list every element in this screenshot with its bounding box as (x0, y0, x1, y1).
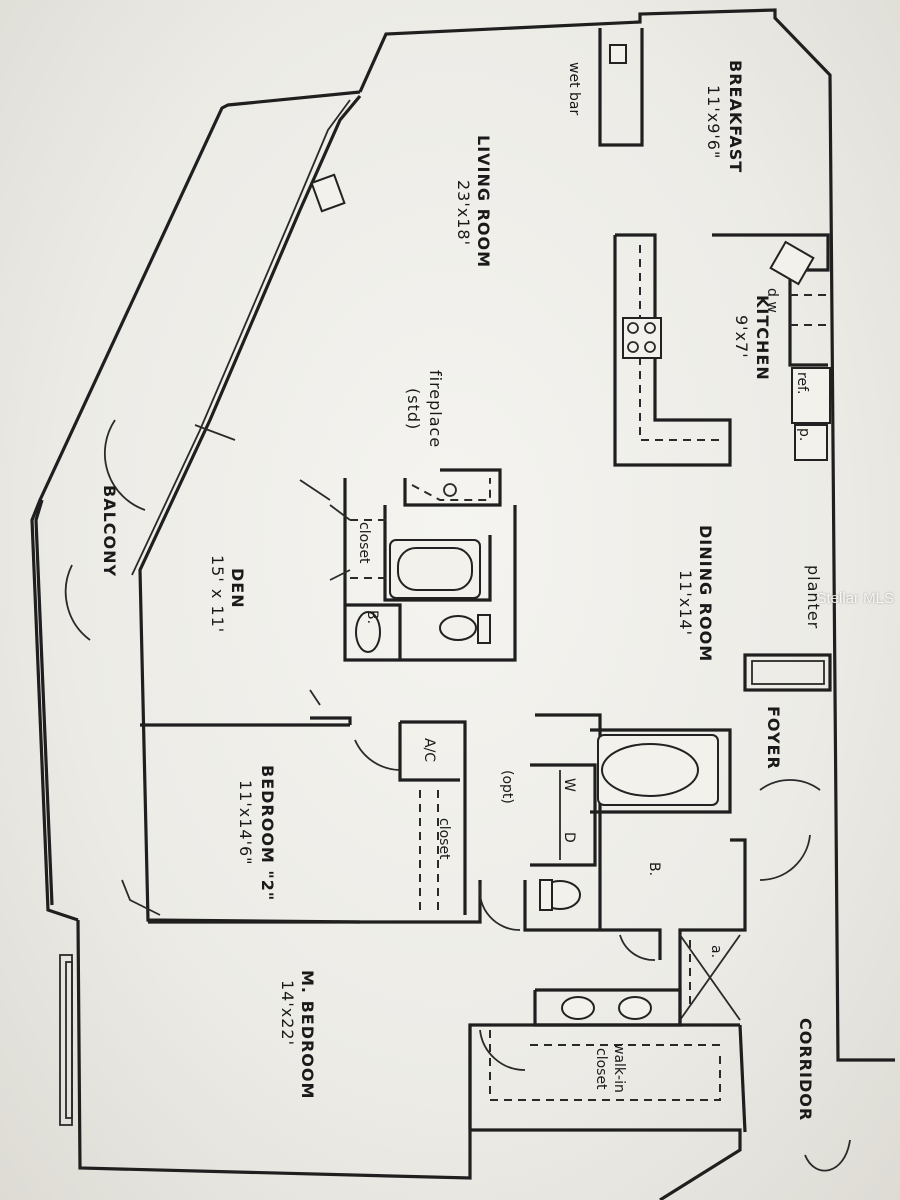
laundry-optional-label: (opt) (499, 770, 515, 804)
living-room-label: LIVING ROOM (474, 135, 493, 268)
master-sink-1 (561, 996, 595, 1020)
pantry-label: p. (796, 428, 812, 441)
kitchen-label: KITCHEN (753, 295, 772, 381)
door-swings (64, 419, 851, 1172)
wet-bar-label: wet bar (566, 62, 582, 115)
breakfast-label: BREAKFAST (726, 60, 745, 173)
refrigerator-label: ref. (794, 372, 810, 394)
balcony-boundary (121, 94, 362, 924)
den-dim: 15' x 11' (208, 555, 227, 633)
fireplace-note: (std) (404, 388, 423, 430)
bedroom2-label: BEDROOM "2" (258, 765, 277, 901)
dining-room-dim: 11'x14' (676, 570, 695, 636)
bedroom2-dim: 11'x14'6" (236, 780, 255, 866)
den-label: DEN (228, 568, 247, 609)
foyer-label: FOYER (764, 706, 783, 770)
master-window (59, 954, 73, 1126)
wet-bar-counter (598, 28, 644, 147)
master-sink-2 (618, 996, 652, 1020)
bedroom2-closet-label: closet (436, 818, 452, 860)
master-bedroom-dim: 14'x22' (278, 980, 297, 1046)
dining-room-label: DINING ROOM (696, 525, 715, 662)
walkin-label: walk-in (611, 1043, 627, 1093)
pantry (794, 424, 828, 461)
den-bath-label: B. (364, 610, 380, 624)
fireplace-label: fireplace (426, 370, 445, 448)
balcony-label: BALCONY (100, 485, 119, 577)
master-bath-label: B. (646, 862, 662, 876)
refrigerator (791, 367, 831, 424)
den-bath-block (329, 478, 517, 662)
kitchen-dim: 9'x7' (732, 315, 751, 359)
living-room-dim: 23'x18' (454, 180, 473, 246)
shower-label: a. (708, 945, 724, 958)
toilet (439, 615, 477, 641)
corridor-label: CORRIDOR (796, 1018, 815, 1121)
planter-box (743, 653, 832, 692)
dryer-label: D (561, 832, 577, 843)
master-bath-fixtures (539, 734, 719, 1020)
mls-watermark: Stellar MLS (816, 590, 894, 607)
walkin-closet-label: closet (593, 1048, 609, 1090)
washer-label: W (561, 778, 577, 792)
breakfast-dim: 11'x9'6" (704, 85, 723, 159)
planter-label: planter (804, 565, 823, 629)
dishwasher-label: d w (764, 288, 780, 313)
den-closet-label: closet (356, 522, 372, 564)
vanity-sink (355, 611, 381, 653)
interior-walls (140, 713, 747, 1130)
master-bedroom-label: M. BEDROOM (298, 970, 317, 1099)
fireplace-unit (310, 173, 502, 507)
ac-label: A/C (421, 738, 437, 762)
sink (769, 240, 815, 286)
room-labels: BREAKFAST 11'x9'6" wet bar LIVING ROOM 2… (100, 60, 823, 1121)
kitchen-counters (613, 233, 831, 467)
